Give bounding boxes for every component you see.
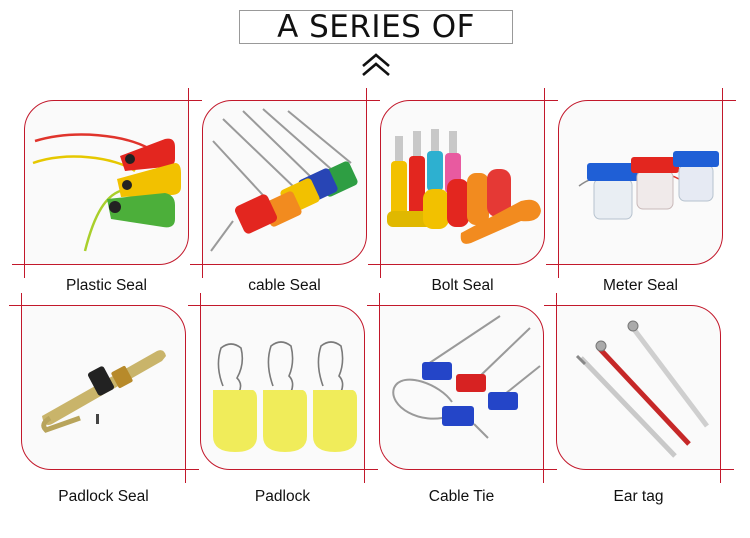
product-card-plastic-seal[interactable]: Plastic Seal (12, 88, 204, 310)
padlock-image (213, 341, 357, 452)
product-image-frame (379, 305, 544, 470)
corner-mark (9, 293, 35, 319)
product-card-padlock[interactable]: Padlock (188, 293, 380, 515)
bolt-seal-image (387, 129, 541, 244)
double-chevron-up-icon (362, 53, 390, 76)
product-image-frame (24, 100, 189, 265)
page-title: A SERIES OF (277, 8, 475, 45)
product-label[interactable]: Padlock (254, 488, 311, 505)
corner-mark (710, 88, 736, 114)
corner-mark (708, 457, 734, 483)
product-card-meter-seal[interactable]: Meter Seal (546, 88, 738, 310)
product-image-frame (558, 100, 723, 265)
corner-mark (173, 457, 199, 483)
corner-mark (354, 88, 380, 114)
product-label[interactable]: cable Seal (248, 277, 321, 294)
corner-mark (188, 293, 214, 319)
corner-mark (190, 252, 216, 278)
product-card-ear-tag[interactable]: Ear tag (544, 293, 736, 515)
title-box: A SERIES OF (239, 10, 513, 44)
product-card-cable-tie[interactable]: Cable Tie (367, 293, 559, 515)
product-image-frame (200, 305, 365, 470)
product-label[interactable]: Bolt Seal (431, 277, 494, 294)
product-label[interactable]: Meter Seal (603, 277, 678, 294)
product-label[interactable]: Ear tag (613, 488, 664, 505)
plastic-seal-image (32, 133, 181, 252)
product-label[interactable]: Plastic Seal (66, 277, 147, 294)
product-image-frame (556, 305, 721, 470)
corner-mark (532, 88, 558, 114)
corner-mark (368, 252, 394, 278)
corner-mark (367, 293, 393, 319)
corner-mark (546, 252, 572, 278)
product-image-frame (21, 305, 186, 470)
corner-mark (544, 293, 570, 319)
product-label[interactable]: Cable Tie (428, 488, 495, 505)
corner-mark (12, 252, 38, 278)
corner-mark (176, 88, 202, 114)
cable-seal-image (210, 108, 358, 252)
product-card-cable-seal[interactable]: cable Seal (190, 88, 382, 310)
product-card-padlock-seal[interactable]: Padlock Seal (9, 293, 201, 515)
product-image-frame (380, 100, 545, 265)
corner-mark (531, 457, 557, 483)
padlock-seal-image (41, 350, 166, 433)
cable-tie-image (392, 315, 541, 439)
ear-tag-image (575, 320, 709, 458)
meter-seal-image (578, 151, 719, 220)
product-label[interactable]: Padlock Seal (58, 488, 149, 505)
product-image-frame (202, 100, 367, 265)
corner-mark (352, 457, 378, 483)
product-card-bolt-seal[interactable]: Bolt Seal (368, 88, 560, 310)
